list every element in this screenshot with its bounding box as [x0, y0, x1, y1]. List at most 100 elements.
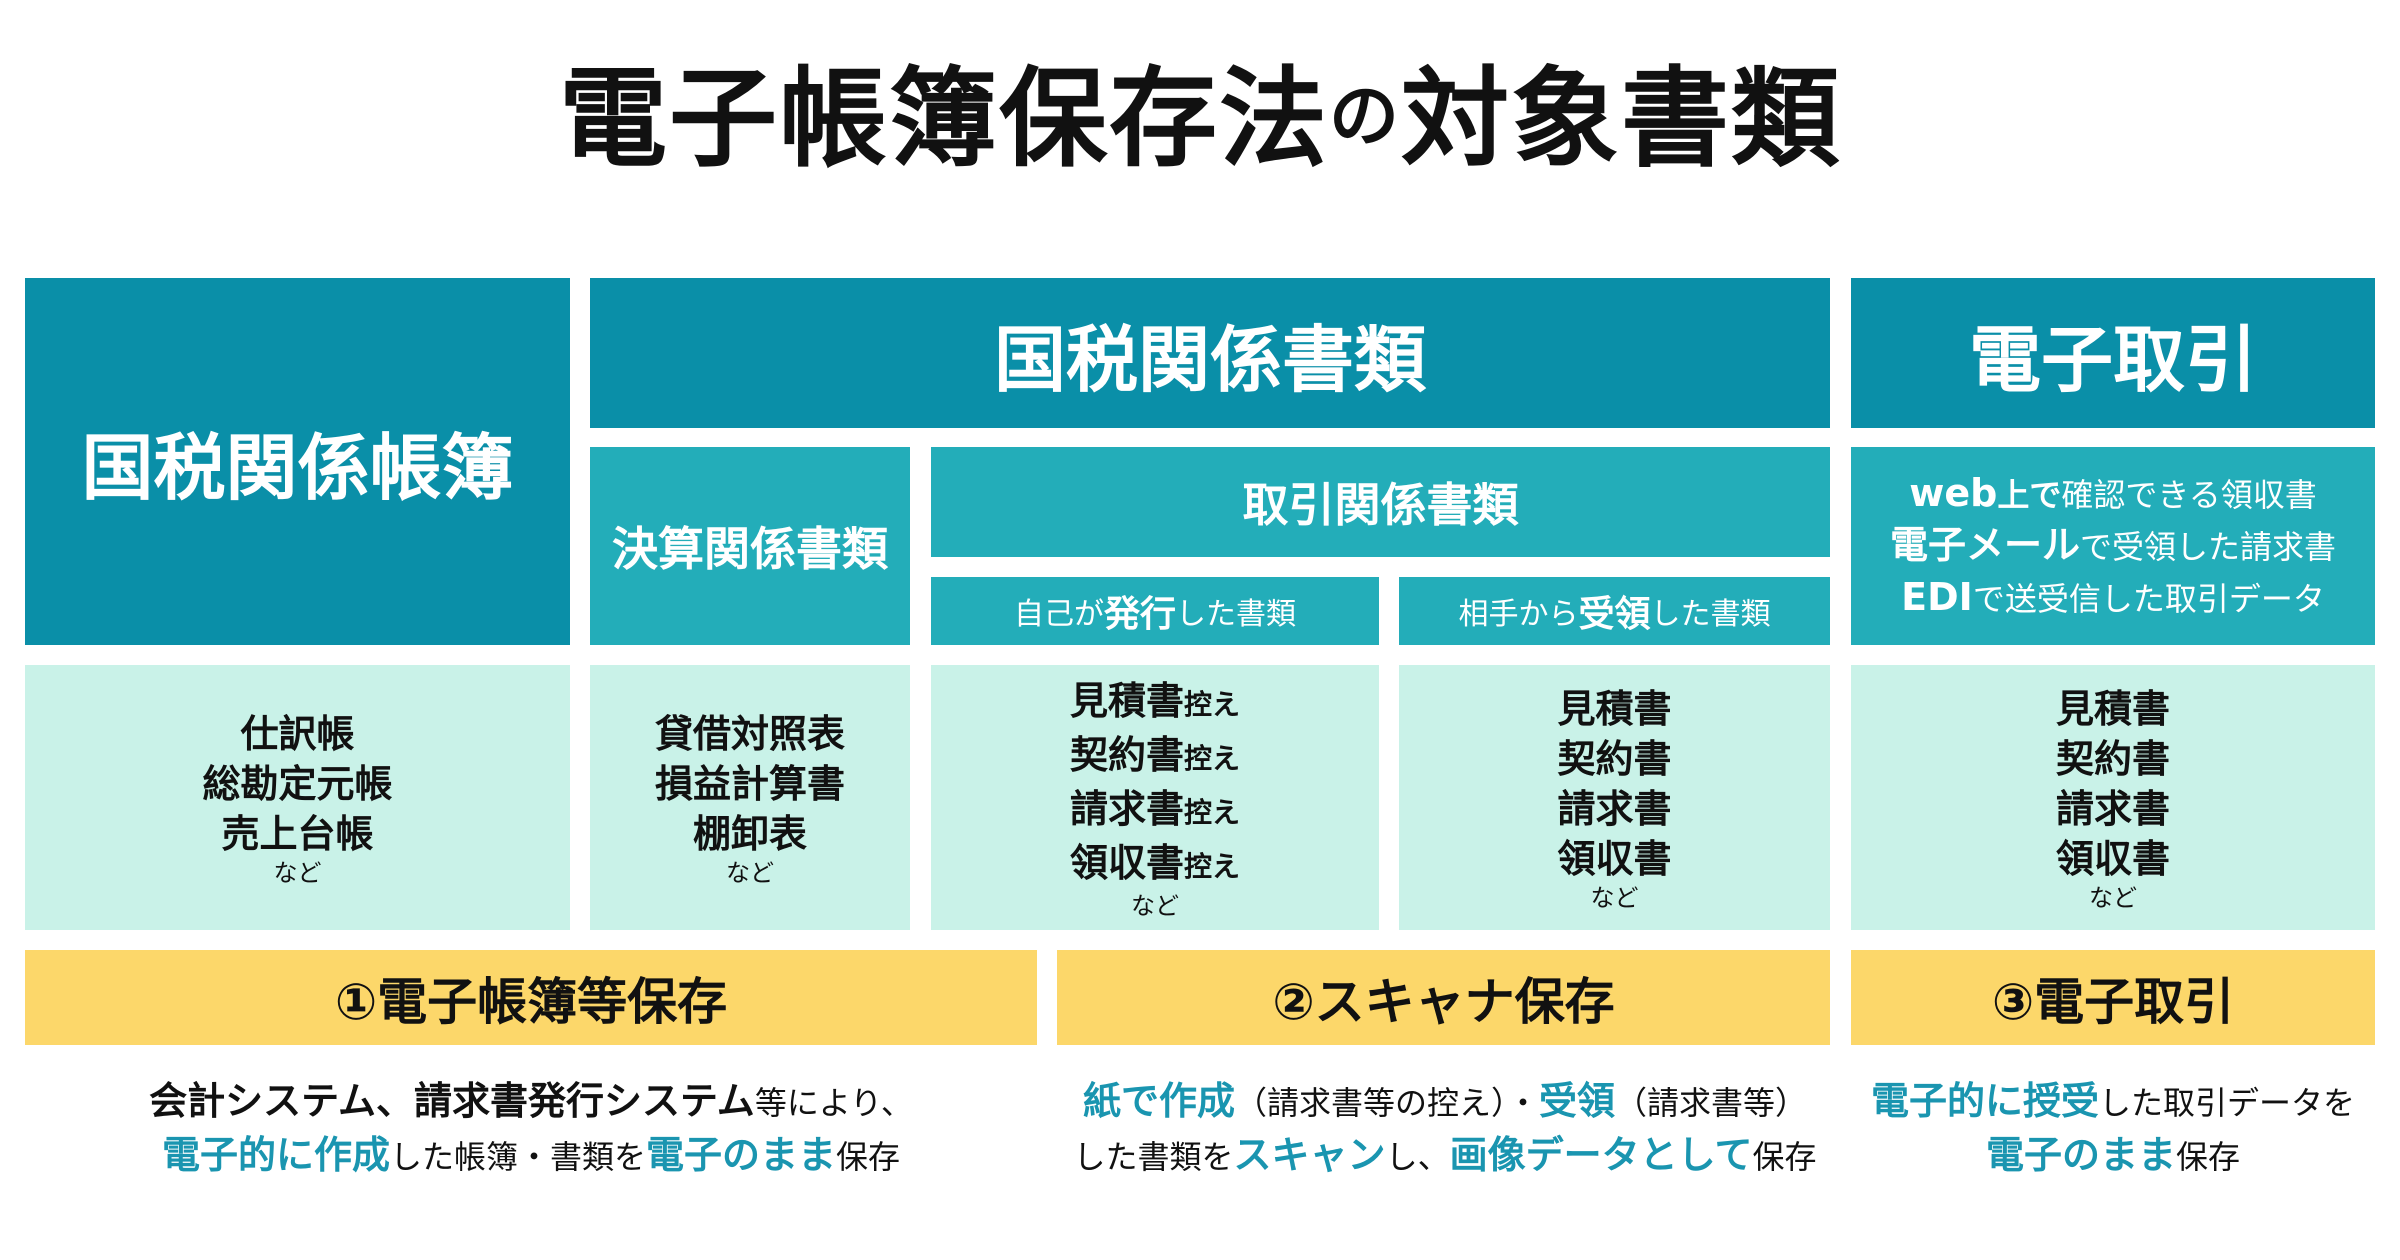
method-bar-3: ③電子取引	[1851, 950, 2375, 1045]
edi-web-rest: 確認できる領収書	[2061, 476, 2317, 514]
list-item-suffix: 控え	[1184, 849, 1241, 883]
list-item: 請求書	[2055, 786, 2170, 831]
desc2-mid: し、	[1385, 1138, 1450, 1176]
sub-transaction: 取引関係書類	[931, 447, 1830, 557]
method-3-label: ③電子取引	[1991, 972, 2235, 1031]
list-item: 領収書	[1557, 836, 1672, 881]
list-etc: など	[2089, 883, 2137, 912]
list-etc: など	[1590, 883, 1639, 912]
desc1-rest: 等により、	[754, 1084, 913, 1122]
list-edi: 見積書 契約書 請求書 領収書 など	[1851, 665, 2375, 930]
desc2-highlight-4: 画像データとして	[1449, 1133, 1753, 1177]
edi-channels: web上で確認できる領収書 電子メールで受領した請求書 EDIで送受信した取引デ…	[1851, 447, 2375, 645]
sub-settlement-label: 決算関係書類	[612, 522, 888, 576]
sub-settlement: 決算関係書類	[590, 447, 910, 645]
list-item: 請求書	[1557, 786, 1672, 831]
desc2-line2: した書類をスキャンし、画像データとして保存	[1040, 1129, 1850, 1183]
list-item-suffix: 控え	[1184, 687, 1241, 721]
sub-issued: 自己が発行した書類	[931, 577, 1379, 645]
list-item: 見積書	[2055, 686, 2170, 731]
title-tail: 対象書類	[1401, 57, 1842, 182]
desc1-line1: 会計システム、請求書発行システム等により、	[25, 1075, 1037, 1129]
list-item: 貸借対照表	[654, 711, 845, 756]
edi-web-bold: web	[1909, 471, 1998, 515]
desc3-highlight-1: 電子的に授受	[1870, 1079, 2099, 1123]
list-item: 契約書控え	[1070, 730, 1240, 784]
sub-transaction-label: 取引関係書類	[1242, 478, 1519, 532]
list-received: 見積書 契約書 請求書 領収書 など	[1399, 665, 1830, 930]
desc2-paren-1: （請求書等の控え）・	[1234, 1084, 1539, 1122]
category-documents: 国税関係書類	[590, 278, 1830, 428]
list-item: 総勘定元帳	[202, 761, 393, 806]
method-2-description: 紙で作成（請求書等の控え）・受領（請求書等） した書類をスキャンし、画像データと…	[1040, 1075, 1850, 1183]
desc3-rest: した取引データを	[2099, 1084, 2356, 1122]
edi-edi-bold: EDI	[1901, 575, 1973, 619]
desc2-pre: した書類を	[1073, 1138, 1234, 1176]
list-item: 仕訳帳	[240, 711, 355, 756]
method-bar-1: ①電子帳簿等保存	[25, 950, 1037, 1045]
desc2-paren-2: （請求書等）	[1615, 1084, 1808, 1122]
desc2-highlight-1: 紙で作成	[1082, 1079, 1235, 1123]
edi-line-web: web上で確認できる領収書	[1909, 468, 2316, 520]
sub-received-post: した書類	[1650, 597, 1771, 632]
list-item: 契約書	[2055, 736, 2170, 781]
category-edi: 電子取引	[1851, 278, 2375, 428]
desc3-end: 保存	[2176, 1138, 2241, 1176]
sub-issued-post: した書類	[1176, 597, 1296, 632]
title-main: 電子帳簿保存法	[558, 57, 1329, 182]
list-item: 見積書	[1557, 686, 1672, 731]
desc2-end: 保存	[1752, 1138, 1817, 1176]
list-item: 見積書控え	[1070, 676, 1240, 730]
edi-email-bold: 電子メール	[1889, 523, 2080, 567]
list-item: 領収書	[2055, 836, 2170, 881]
edi-edi-rest: で送受信した取引データ	[1972, 580, 2325, 618]
desc1-bold: 会計システム、請求書発行システム	[149, 1079, 755, 1123]
edi-line-email: 電子メールで受領した請求書	[1890, 520, 2336, 572]
desc2-highlight-3: スキャン	[1233, 1133, 1386, 1177]
list-item: 売上台帳	[221, 811, 374, 856]
category-books-label: 国税関係帳簿	[81, 426, 514, 510]
page-title: 電子帳簿保存法の対象書類	[0, 40, 2400, 182]
method-2-label: ②スキャナ保存	[1272, 972, 1615, 1031]
list-item-suffix: 控え	[1184, 741, 1241, 775]
category-documents-label: 国税関係書類	[993, 317, 1426, 402]
list-item: 契約書	[1557, 736, 1672, 781]
title-particle: の	[1329, 74, 1401, 157]
sub-received-bold: 受領	[1578, 594, 1651, 635]
desc1-highlight-1: 電子的に作成	[161, 1133, 390, 1177]
sub-received: 相手から受領した書類	[1399, 577, 1830, 645]
edi-web-bold2: 上で	[1997, 476, 2062, 514]
list-item-suffix: 控え	[1184, 795, 1241, 829]
sub-issued-pre: 自己が	[1013, 597, 1104, 632]
category-books: 国税関係帳簿	[25, 278, 570, 645]
list-etc: など	[726, 858, 774, 887]
list-books: 仕訳帳 総勘定元帳 売上台帳 など	[25, 665, 570, 930]
sub-received-pre: 相手から	[1458, 597, 1579, 632]
list-etc: など	[1131, 891, 1179, 920]
sub-issued-bold: 発行	[1103, 594, 1176, 635]
desc3-line1: 電子的に授受した取引データを	[1851, 1075, 2375, 1129]
list-item: 棚卸表	[692, 811, 807, 856]
category-edi-label: 電子取引	[1968, 317, 2257, 402]
method-1-description: 会計システム、請求書発行システム等により、 電子的に作成した帳簿・書類を電子のま…	[25, 1075, 1037, 1183]
method-3-description: 電子的に授受した取引データを 電子のまま保存	[1851, 1075, 2375, 1183]
desc1-end: 保存	[836, 1138, 901, 1176]
desc1-line2: 電子的に作成した帳簿・書類を電子のまま保存	[25, 1129, 1037, 1183]
list-issued: 見積書控え 契約書控え 請求書控え 領収書控え など	[931, 665, 1379, 930]
desc3-line2: 電子のまま保存	[1851, 1129, 2375, 1183]
list-item-name: 請求書	[1069, 786, 1184, 831]
desc1-mid: した帳簿・書類を	[389, 1138, 646, 1176]
desc2-highlight-2: 受領	[1539, 1079, 1616, 1123]
desc3-highlight-2: 電子のまま	[1985, 1133, 2176, 1177]
desc2-line1: 紙で作成（請求書等の控え）・受領（請求書等）	[1040, 1075, 1850, 1129]
list-item-name: 領収書	[1069, 840, 1184, 885]
list-etc: など	[273, 858, 322, 887]
list-item: 領収書控え	[1070, 838, 1240, 892]
desc1-highlight-2: 電子のまま	[646, 1133, 837, 1177]
list-item-name: 見積書	[1069, 678, 1184, 723]
edi-line-edi: EDIで送受信した取引データ	[1901, 572, 2325, 624]
list-item: 請求書控え	[1070, 784, 1240, 838]
edi-email-rest: で受領した請求書	[2080, 528, 2337, 566]
list-item-name: 契約書	[1069, 732, 1184, 777]
list-item: 損益計算書	[654, 761, 845, 806]
